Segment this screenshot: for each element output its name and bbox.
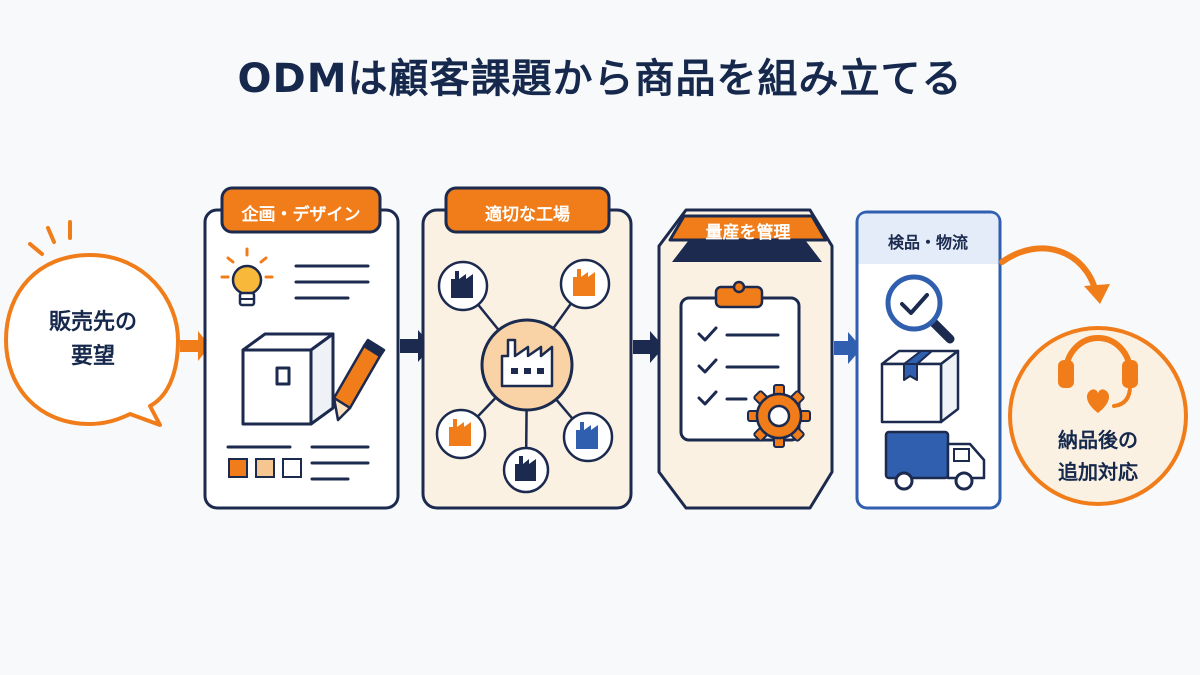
start-line-1: 販売先の xyxy=(48,310,137,335)
step-label-production: 量産を管理 xyxy=(705,223,791,243)
attention-lines-icon xyxy=(28,220,72,256)
factory-icon xyxy=(559,258,611,310)
truck-icon xyxy=(884,430,986,491)
step-card-production xyxy=(657,208,834,510)
start-line-2: 要望 xyxy=(70,344,115,369)
arrow-step4-to-end xyxy=(999,245,1110,304)
package-icon xyxy=(880,349,960,424)
page-title: ODMは顧客課題から商品を組み立てる xyxy=(237,56,963,102)
step-label-logistics: 検品・物流 xyxy=(887,233,968,252)
factory-icon xyxy=(437,260,489,312)
heart-icon xyxy=(1086,389,1110,413)
pencil-icon xyxy=(332,338,386,422)
step-label-planning: 企画・デザイン xyxy=(241,205,361,225)
start-bubble-text: 販売先の 要望 xyxy=(10,306,176,374)
step-card-planning xyxy=(203,186,400,510)
end-circle xyxy=(1008,326,1188,506)
color-swatches xyxy=(228,458,302,478)
step-label-factory: 適切な工場 xyxy=(485,205,570,225)
lightbulb-icon xyxy=(220,247,274,307)
arrow-start-to-step1 xyxy=(180,331,210,361)
end-line-2: 追加対応 xyxy=(1058,460,1138,484)
factory-icon xyxy=(480,318,574,412)
document-lines-bottom xyxy=(226,445,370,481)
factory-icon xyxy=(502,446,550,494)
magnifier-icon xyxy=(885,274,955,344)
box-icon xyxy=(241,332,335,426)
end-line-1: 納品後の xyxy=(1058,428,1138,452)
step-card-factory xyxy=(421,186,633,510)
end-circle-text: 納品後の 追加対応 xyxy=(1010,424,1186,488)
headset-icon xyxy=(1058,335,1138,408)
factory-icon xyxy=(435,408,487,460)
arrow-step2-to-step3 xyxy=(633,331,664,363)
gear-icon xyxy=(747,384,811,448)
factory-icon xyxy=(562,411,614,463)
start-bubble xyxy=(4,220,180,427)
step-card-logistics xyxy=(855,210,1002,510)
arrow-step3-to-step4 xyxy=(834,332,862,364)
document-lines xyxy=(294,264,370,300)
